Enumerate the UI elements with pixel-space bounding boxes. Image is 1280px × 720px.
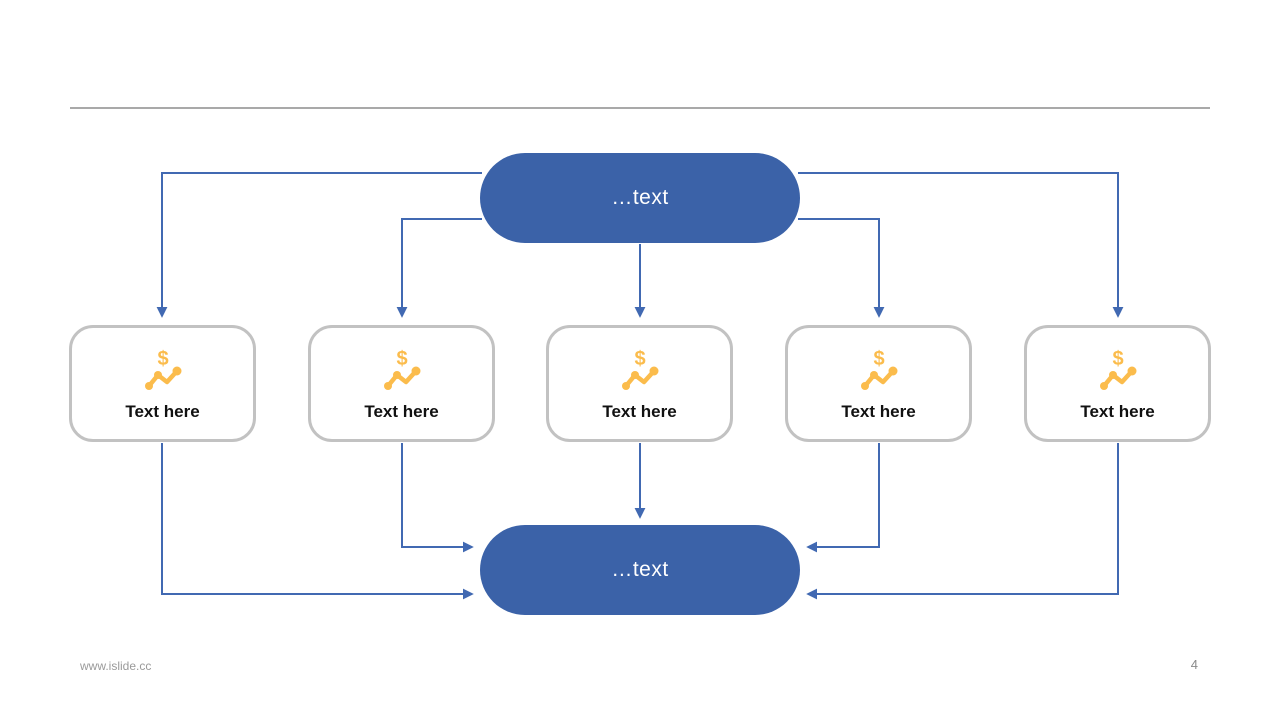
process-box-1: $ Text here [69,325,256,442]
process-box-2: $ Text here [308,325,495,442]
bottom-node-label: …text [611,558,669,581]
connector-box1-to-bottom [161,443,474,600]
connector-top-to-box1 [156,172,482,318]
dollar-trend-icon: $ [143,347,183,393]
dollar-trend-icon: $ [1098,347,1138,393]
svg-text:$: $ [157,348,168,370]
footer-url: www.islide.cc [80,659,152,673]
dollar-trend-icon: $ [859,347,899,393]
connector-box5-to-bottom [806,443,1119,600]
dollar-trend-icon: $ [620,347,660,393]
box-label: Text here [364,402,439,421]
process-box-3: $ Text here [546,325,733,442]
dollar-trend-icon: $ [382,347,422,393]
bottom-node: …text [480,525,800,615]
svg-text:$: $ [634,348,645,370]
svg-text:$: $ [396,348,407,370]
box-label: Text here [125,402,200,421]
svg-text:$: $ [873,348,884,370]
connector-box4-to-bottom [806,443,880,553]
svg-text:$: $ [1112,348,1123,370]
process-box-4: $ Text here [785,325,972,442]
connector-top-to-box4 [798,218,885,318]
top-node: …text [480,153,800,243]
box-label: Text here [1080,402,1155,421]
connector-box2-to-bottom [401,443,474,553]
box-label: Text here [602,402,677,421]
connector-top-to-box5 [798,172,1124,318]
process-box-5: $ Text here [1024,325,1211,442]
connector-top-to-box2 [396,218,482,318]
page-number: 4 [1190,657,1198,672]
header-divider [70,107,1210,109]
top-node-label: …text [611,186,669,209]
box-label: Text here [841,402,916,421]
